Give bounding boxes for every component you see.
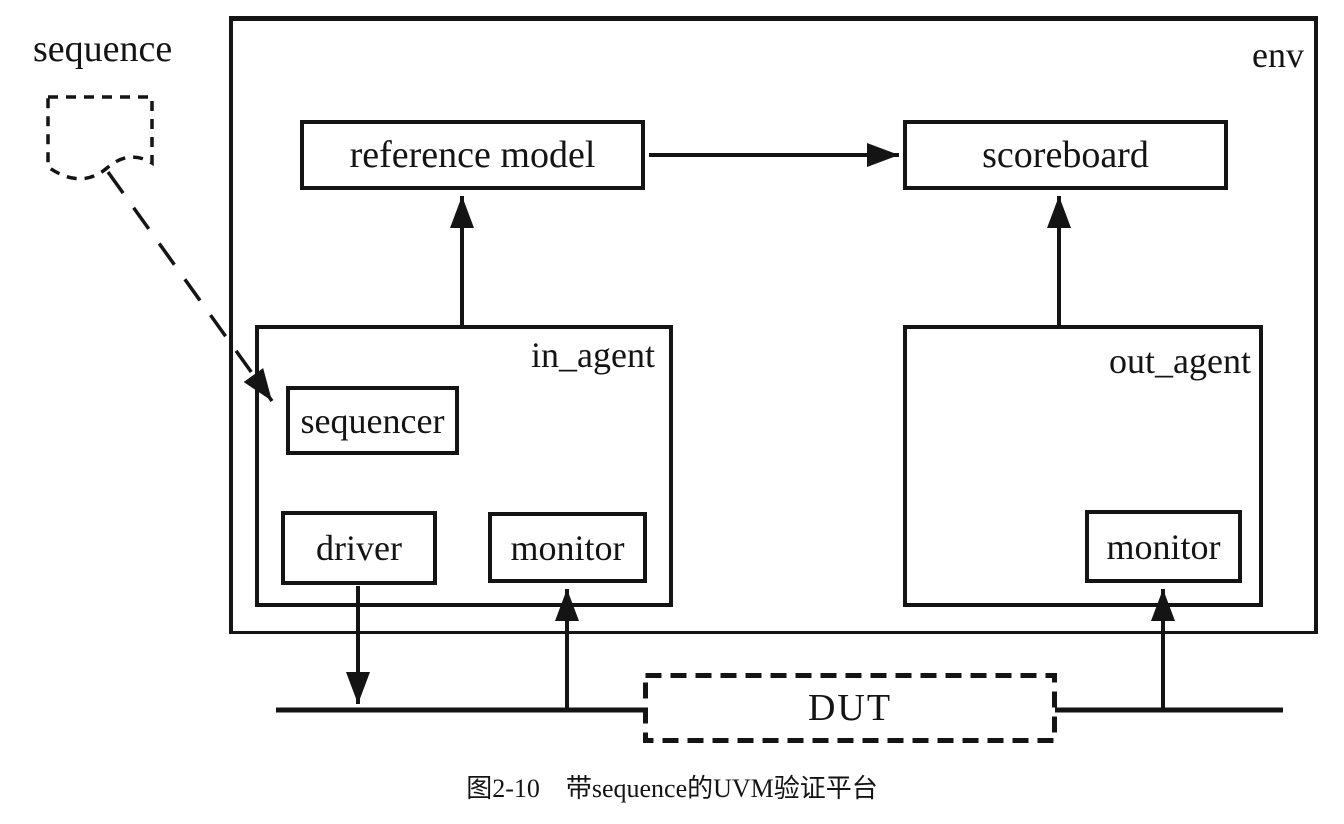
in-monitor-box: monitor bbox=[488, 512, 647, 583]
scoreboard-box: scoreboard bbox=[903, 120, 1228, 190]
in-agent-box: in_agent bbox=[255, 325, 673, 607]
reference-model-box: reference model bbox=[300, 120, 645, 190]
out-monitor-label: monitor bbox=[1106, 526, 1221, 567]
scoreboard-label: scoreboard bbox=[982, 134, 1149, 176]
out-agent-box: out_agent bbox=[903, 325, 1263, 607]
sequencer-box: sequencer bbox=[286, 386, 459, 455]
reference-model-label: reference model bbox=[349, 134, 596, 176]
env-label: env bbox=[1252, 35, 1304, 75]
figure-caption: 图2-10 带sequence的UVM验证平台 bbox=[466, 774, 878, 803]
sequence-shape bbox=[46, 95, 154, 181]
sequencer-label: sequencer bbox=[300, 400, 445, 441]
in-agent-label: in_agent bbox=[531, 335, 655, 375]
dut-box: DUT bbox=[643, 673, 1057, 743]
in-monitor-label: monitor bbox=[510, 527, 625, 568]
out-agent-label: out_agent bbox=[1109, 341, 1251, 381]
driver-box: driver bbox=[281, 511, 437, 585]
out-monitor-box: monitor bbox=[1085, 510, 1242, 583]
sequence-label: sequence bbox=[33, 28, 173, 70]
dut-label: DUT bbox=[807, 687, 893, 729]
driver-label: driver bbox=[316, 528, 402, 568]
